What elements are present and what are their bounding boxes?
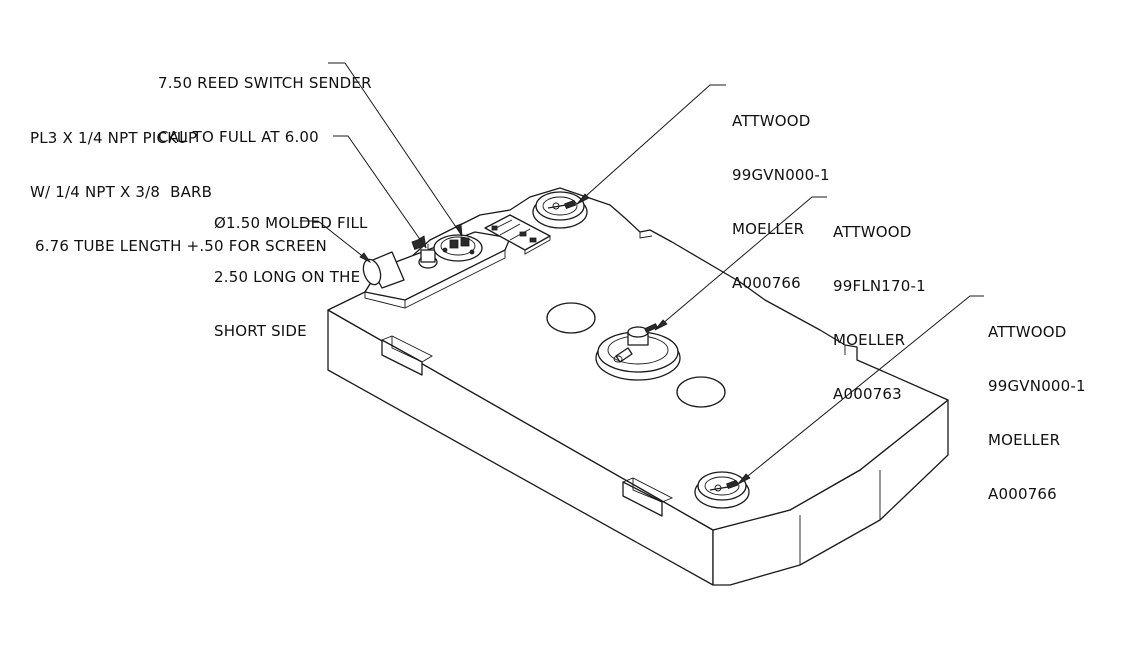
pickup-fitting (411, 238, 438, 269)
callout-pickup: PL3 X 1/4 NPT PICKUP W/ 1/4 NPT X 3/8 BA… (30, 93, 327, 273)
round-boss-upper (546, 302, 596, 334)
callout-vent-bottom: ATTWOOD 99GVN000-1 MOELLER A000766 (988, 287, 1086, 521)
leader-pickup (333, 135, 427, 249)
callout-line: MOELLER (988, 431, 1061, 449)
fuel-fitting-center (595, 323, 681, 381)
callout-line: 99GVN000-1 (732, 166, 830, 184)
callout-line: ATTWOOD (988, 323, 1067, 341)
strap-recess-left (381, 335, 433, 376)
leader-vent-top (576, 84, 726, 205)
callout-fill: Ø1.50 MOLDED FILL 2.50 LONG ON THE SHORT… (214, 178, 368, 358)
callout-line: 2.50 LONG ON THE (214, 268, 361, 286)
callout-line: A000766 (988, 485, 1057, 503)
leader-vent-bottom (737, 295, 984, 485)
callout-reed-sender: 7.50 REED SWITCH SENDER CAL TO FULL AT 6… (158, 38, 372, 164)
reed-switch-sender (433, 234, 483, 262)
molded-fill-neck (362, 251, 405, 289)
leader-fuel-fitting (654, 196, 827, 331)
callout-line: 7.50 REED SWITCH SENDER (158, 74, 372, 92)
callout-line: SHORT SIDE (214, 322, 307, 340)
callout-vent-top: ATTWOOD 99GVN000-1 MOELLER A000766 (732, 76, 830, 310)
callout-line: ATTWOOD (732, 112, 811, 130)
callout-line: W/ 1/4 NPT X 3/8 BARB (30, 183, 213, 201)
callout-line: PL3 X 1/4 NPT PICKUP (30, 129, 198, 147)
leader-reed-sender (328, 62, 463, 237)
strap-recess-right (622, 477, 674, 517)
callout-fuel-fitting: ATTWOOD 99FLN170-1 MOELLER A000763 (833, 187, 926, 421)
callout-line: ATTWOOD (833, 223, 912, 241)
label-plate (484, 214, 551, 255)
callout-line: Ø1.50 MOLDED FILL (214, 214, 368, 232)
leader-fill (300, 220, 372, 264)
callout-line: CAL TO FULL AT 6.00 (158, 128, 319, 146)
round-boss-lower (676, 376, 726, 408)
callout-line: 99FLN170-1 (833, 277, 926, 295)
callout-line: 6.76 TUBE LENGTH +.50 FOR SCREEN (30, 237, 327, 255)
vent-fitting-bottom (694, 471, 750, 509)
vent-fitting-top (532, 191, 588, 229)
callout-line: MOELLER (833, 331, 906, 349)
callout-line: 99GVN000-1 (988, 377, 1086, 395)
callout-line: A000763 (833, 385, 902, 403)
callout-line: A000766 (732, 274, 801, 292)
callout-line: MOELLER (732, 220, 805, 238)
